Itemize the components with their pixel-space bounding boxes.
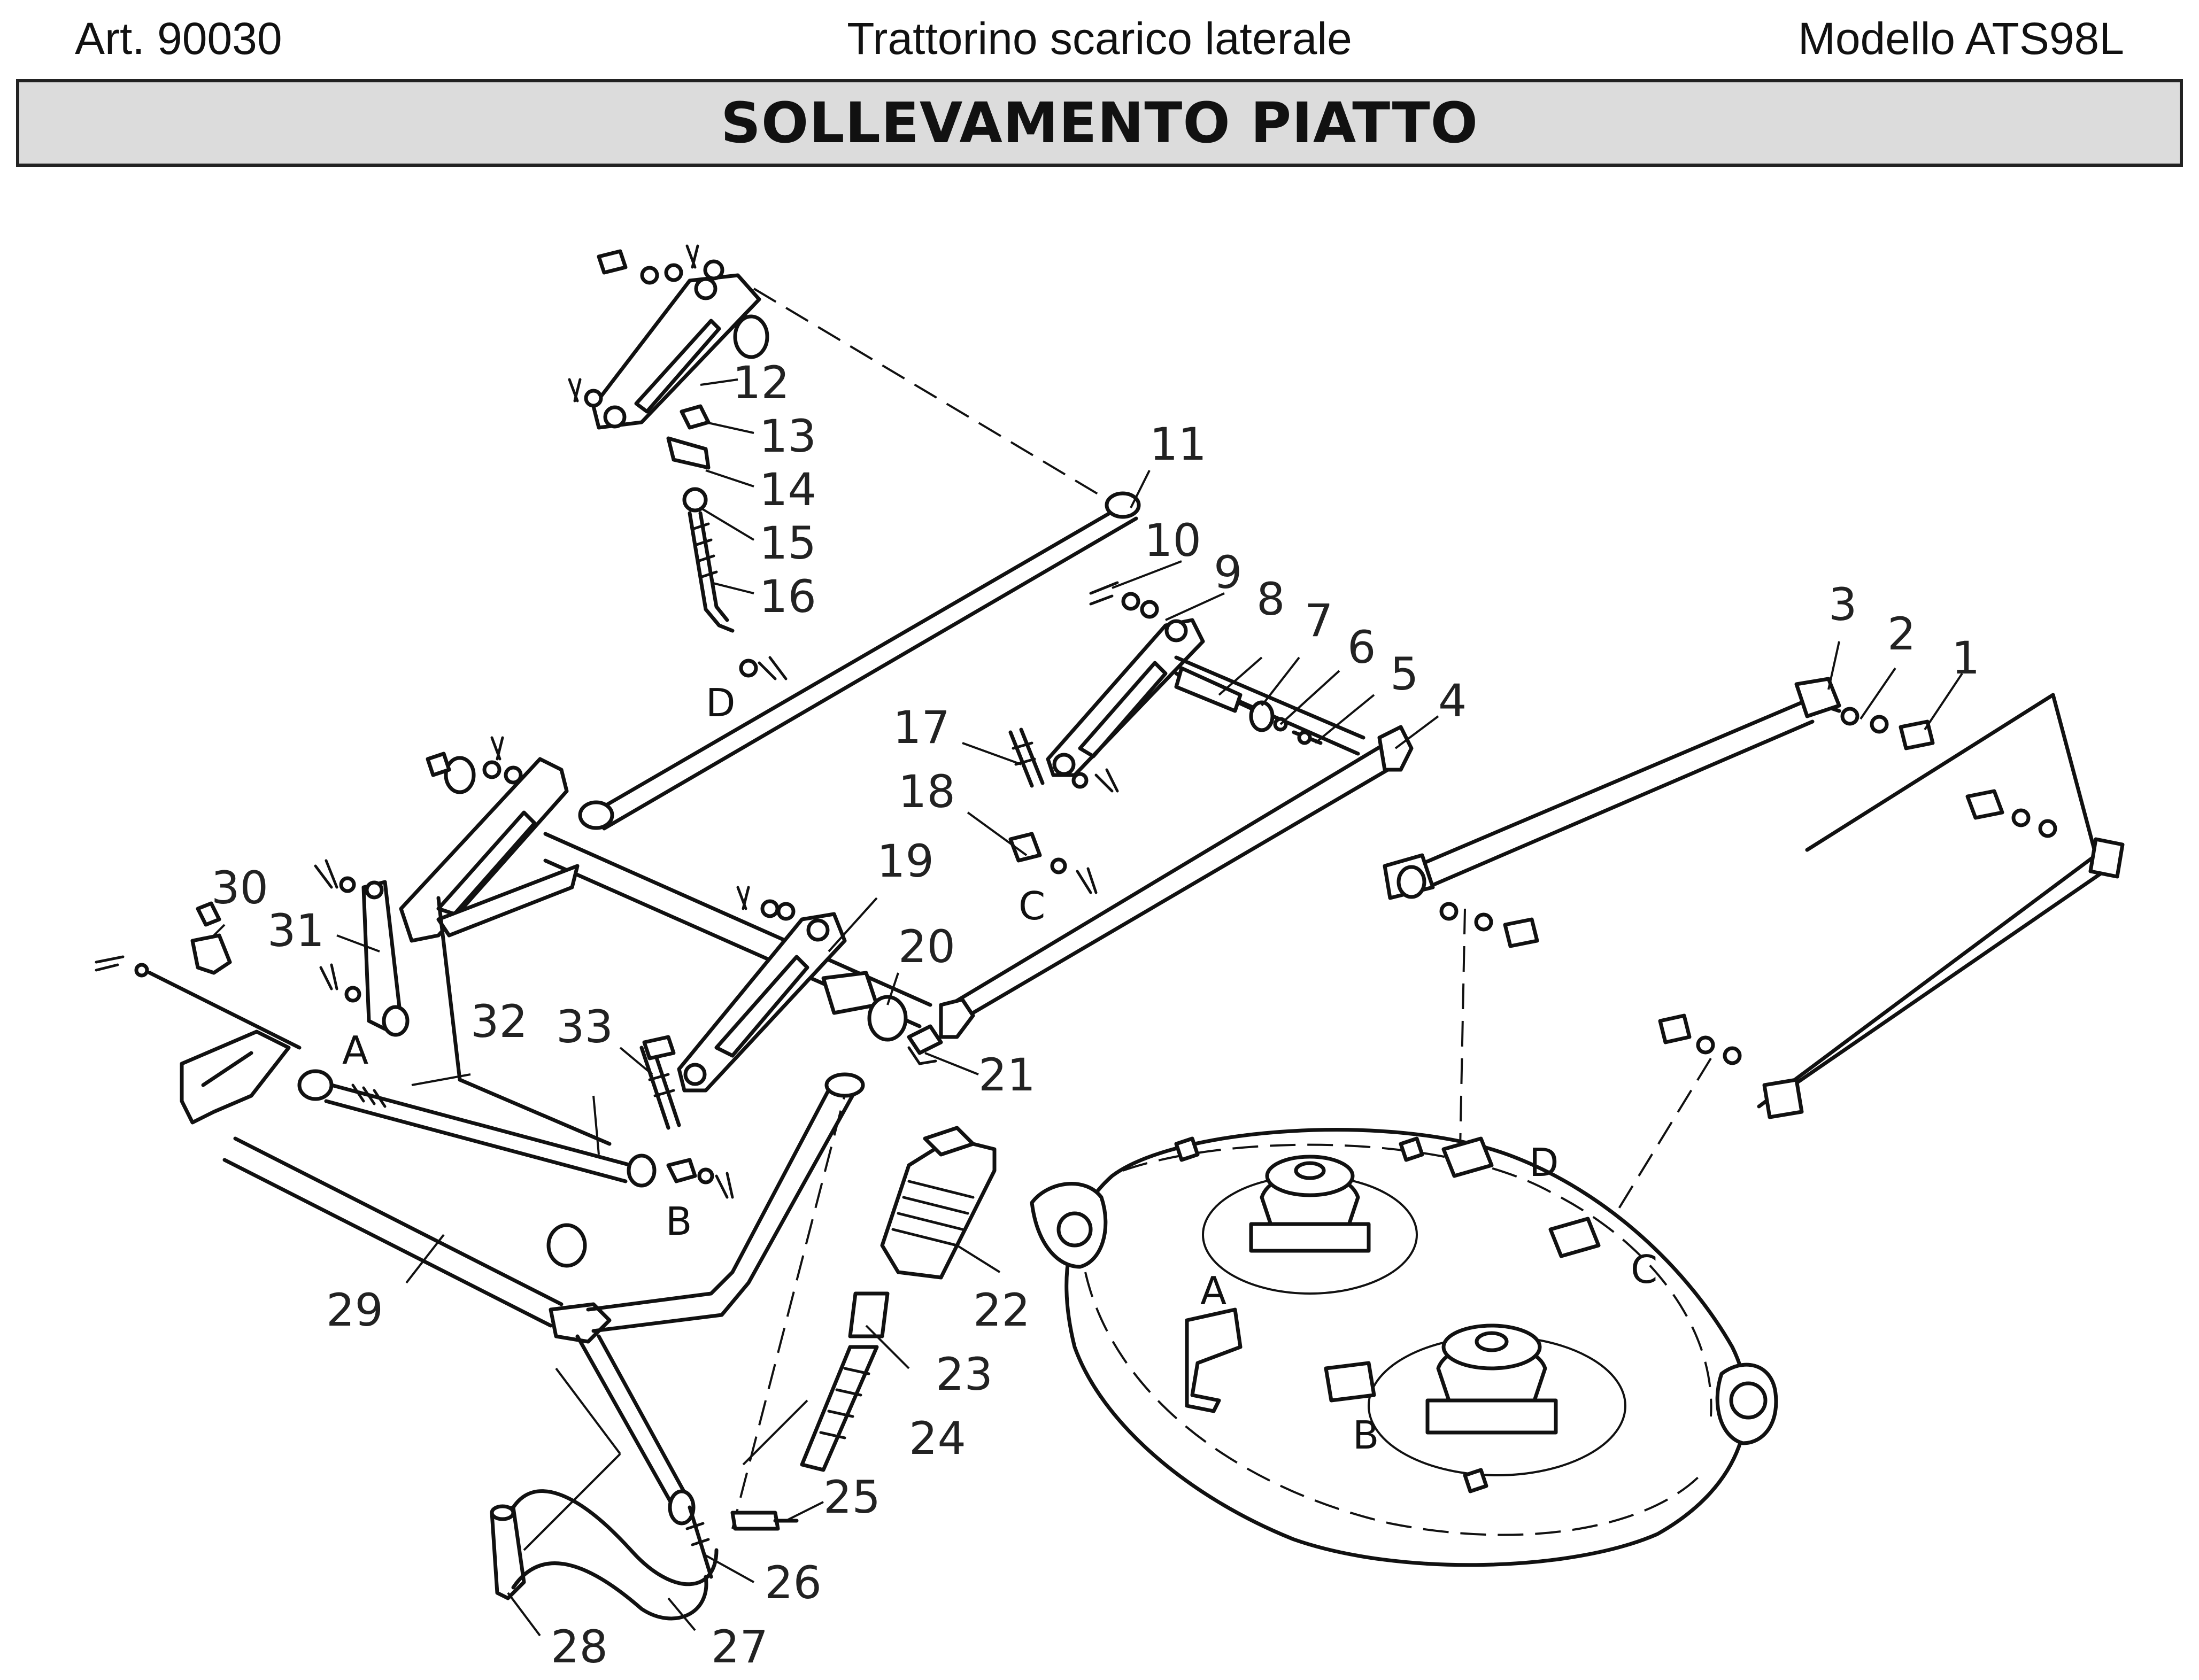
- part-number-10: 10: [1144, 514, 1201, 567]
- part-number-19: 19: [877, 835, 934, 887]
- part-number-29: 29: [326, 1284, 383, 1336]
- lower-bracket: [677, 886, 943, 1093]
- letter-a-lift: A: [342, 1028, 368, 1073]
- part-number-8: 8: [1256, 573, 1285, 625]
- letter-b-deck: B: [1353, 1413, 1379, 1458]
- part-number-7: 7: [1305, 594, 1333, 647]
- letter-d-lift: D: [706, 680, 735, 725]
- part-number-26: 26: [765, 1557, 822, 1609]
- long-lift-rod: [939, 581, 1414, 1039]
- part-number-4: 4: [1438, 675, 1467, 727]
- part-number-5: 5: [1390, 648, 1418, 700]
- title-banner: SOLLEVAMENTO PIATTO: [16, 79, 2183, 167]
- letter-a-deck: A: [1200, 1268, 1226, 1313]
- letter-c-lift: C: [1019, 884, 1045, 928]
- upper-bracket: [568, 244, 788, 680]
- part-number-24: 24: [909, 1412, 966, 1465]
- part-number-1: 1: [1951, 632, 1980, 684]
- part-number-30: 30: [211, 862, 268, 914]
- left-link-assembly: [95, 859, 734, 1199]
- part-number-11: 11: [1149, 418, 1207, 470]
- part-number-27: 27: [711, 1621, 768, 1673]
- document-subtitle: Trattorino scarico laterale: [847, 13, 1352, 64]
- part-number-33: 33: [556, 1001, 613, 1053]
- part-number-2: 2: [1887, 608, 1916, 660]
- connection-letters: A B C D A B C D: [342, 680, 1657, 1458]
- mower-deck: [1030, 1128, 1778, 1567]
- part-number-6: 6: [1347, 621, 1376, 673]
- part-number-15: 15: [759, 517, 816, 569]
- part-number-14: 14: [759, 463, 816, 516]
- part-number-16: 16: [759, 570, 816, 623]
- part-number-28: 28: [551, 1621, 608, 1673]
- lever-grip: [742, 1126, 997, 1472]
- dashed-connectors: [731, 288, 1712, 1529]
- part-number-9: 9: [1214, 546, 1242, 599]
- article-number: Art. 90030: [75, 13, 282, 64]
- part-number-22: 22: [973, 1284, 1030, 1336]
- part-number-20: 20: [898, 920, 955, 973]
- upper-lift-rod: [591, 491, 1141, 831]
- letter-d-deck: D: [1529, 1140, 1558, 1185]
- leader-lines: [213, 378, 1963, 1637]
- letter-c-deck: C: [1631, 1247, 1657, 1292]
- part-number-31: 31: [267, 904, 325, 957]
- model-number: Modello ATS98L: [1797, 13, 2124, 64]
- part-number-23: 23: [936, 1348, 993, 1400]
- part-number-17: 17: [893, 701, 950, 754]
- part-number-32: 32: [470, 995, 528, 1048]
- part-number-13: 13: [759, 410, 816, 462]
- part-number-12: 12: [732, 357, 790, 409]
- page-title: SOLLEVAMENTO PIATTO: [721, 90, 1478, 156]
- letter-b-lift: B: [666, 1199, 692, 1244]
- pedal-shaft: [222, 1072, 865, 1621]
- part-number-25: 25: [823, 1471, 881, 1523]
- part-number-3: 3: [1828, 578, 1857, 631]
- front-link-arms: [1383, 677, 2125, 1119]
- part-number-18: 18: [898, 765, 955, 818]
- part-number-21: 21: [978, 1049, 1036, 1101]
- part-number-labels: 1 2 3 4 5 6 7 8 9 10 11 12 13 14 15 16 1…: [211, 357, 1980, 1673]
